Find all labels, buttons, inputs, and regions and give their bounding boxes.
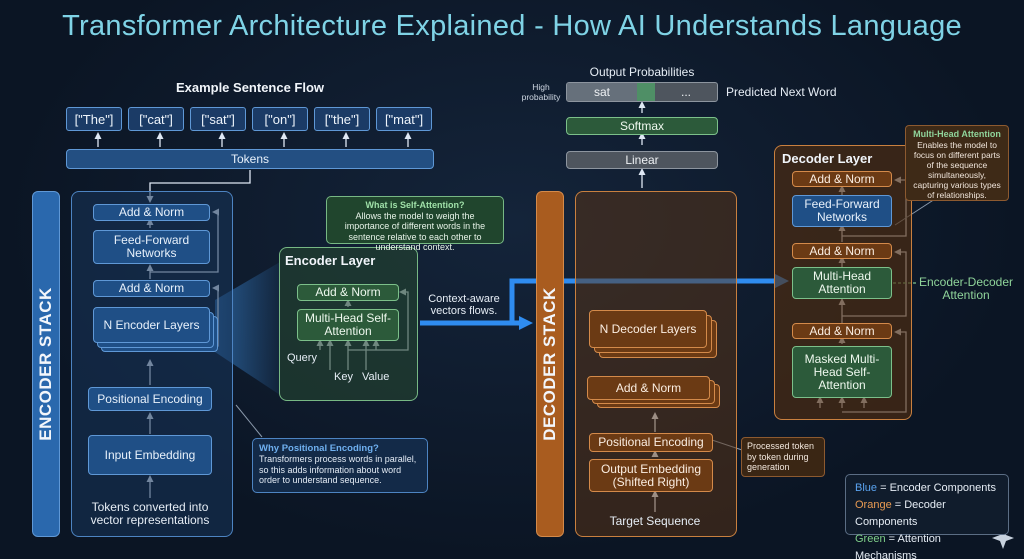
positional-note-title: Why Positional Encoding? [259, 443, 379, 454]
output-heading: Output Probabilities [589, 65, 695, 79]
token-box: ["cat"] [128, 107, 184, 131]
encoder-positional-encoding: Positional Encoding [88, 387, 212, 411]
encoder-stack-bar: ENCODER STACK [32, 191, 60, 537]
encoder-input-caption: Tokens converted into vector representat… [90, 500, 210, 527]
encoder-add-norm-mid: Add & Norm [93, 280, 210, 297]
legend-row: Orange = Decoder Components [855, 497, 999, 531]
token-box: ["sat"] [190, 107, 246, 131]
decoder-cross-attention: Multi-Head Attention [792, 267, 892, 299]
query-label: Query [287, 352, 317, 364]
encoder-layer-add-norm: Add & Norm [297, 284, 399, 301]
legend-text: = Attention Mechanisms [855, 533, 941, 559]
linear-box: Linear [566, 151, 718, 169]
decoder-note-text: Processed token by token during generati… [747, 441, 815, 472]
legend-key: Orange [855, 499, 892, 511]
decoder-layer-feed-forward: Feed-Forward Networks [792, 195, 892, 227]
high-probability-label: High probability [521, 82, 561, 102]
self-attention-note: What is Self-Attention? Allows the model… [326, 196, 504, 252]
probability-bar: sat ... [566, 82, 718, 102]
encoder-add-norm-top: Add & Norm [93, 204, 210, 221]
legend-key: Green [855, 533, 886, 545]
self-attention-note-body: Allows the model to weigh the importance… [344, 210, 486, 253]
legend-row: Blue = Encoder Components [855, 480, 999, 497]
token-box: ["mat"] [376, 107, 432, 131]
encoder-stack-label: ENCODER STACK [36, 287, 55, 441]
self-attention-note-title: What is Self-Attention? [365, 200, 465, 210]
decoder-stack-label: DECODER STACK [540, 287, 559, 441]
predicted-word-label: Predicted Next Word [726, 85, 837, 99]
encoder-input-embedding: Input Embedding [88, 435, 212, 475]
sparkle-icon [992, 527, 1014, 549]
tokens-bar: Tokens [66, 149, 434, 169]
positional-note-body: Transformers process words in parallel, … [259, 454, 417, 485]
decoder-layers: N Decoder Layers [589, 310, 707, 348]
probability-top-word: sat [567, 83, 637, 101]
probability-ellipsis: ... [680, 84, 691, 99]
encoder-layers: N Encoder Layers [93, 307, 210, 343]
softmax-box: Softmax [566, 117, 718, 135]
target-sequence-label: Target Sequence [609, 513, 701, 528]
decoder-output-embedding: Output Embedding (Shifted Right) [589, 459, 713, 492]
mha-note-title: Multi-Head Attention [913, 129, 1001, 139]
encoder-layer-self-attention: Multi-Head Self-Attention [297, 309, 399, 341]
context-aware-label: Context-aware vectors flows. [428, 293, 500, 317]
legend-text: = Decoder Components [855, 499, 946, 528]
encoder-layer-heading: Encoder Layer [285, 253, 376, 268]
decoder-layer-add-norm-3: Add & Norm [792, 323, 892, 339]
probability-highlight [637, 83, 655, 101]
legend-key: Blue [855, 482, 878, 494]
token-box: ["the"] [314, 107, 370, 131]
decoder-generation-note: Processed token by token during generati… [741, 437, 825, 477]
decoder-layer-add-norm-1: Add & Norm [792, 171, 892, 187]
decoder-positional-encoding: Positional Encoding [589, 433, 713, 452]
token-box: ["The"] [66, 107, 122, 131]
encoder-feed-forward: Feed-Forward Networks [93, 230, 210, 264]
decoder-layer-add-norm-2: Add & Norm [792, 243, 892, 259]
decoder-stack-bar: DECODER STACK [536, 191, 564, 537]
encoder-decoder-attention-label: Encoder-Decoder Attention [918, 275, 1014, 302]
sentence-flow-heading: Example Sentence Flow [175, 80, 325, 95]
value-label: Value [362, 371, 390, 383]
page-title: Transformer Architecture Explained - How… [62, 10, 962, 42]
decoder-masked-attention: Masked Multi-Head Self-Attention [792, 346, 892, 398]
positional-encoding-note: Why Positional Encoding? Transformers pr… [252, 438, 428, 493]
decoder-add-norm: Add & Norm [587, 376, 710, 400]
decoder-layer-heading: Decoder Layer [782, 151, 873, 166]
multi-head-attention-note: Multi-Head Attention Enables the model t… [905, 125, 1009, 201]
key-label: Key [334, 371, 353, 383]
legend-text: = Encoder Components [877, 482, 996, 494]
token-box: ["on"] [252, 107, 308, 131]
mha-note-body: Enables the model to focus on different … [913, 139, 1001, 200]
legend-row: Green = Attention Mechanisms [855, 531, 999, 559]
